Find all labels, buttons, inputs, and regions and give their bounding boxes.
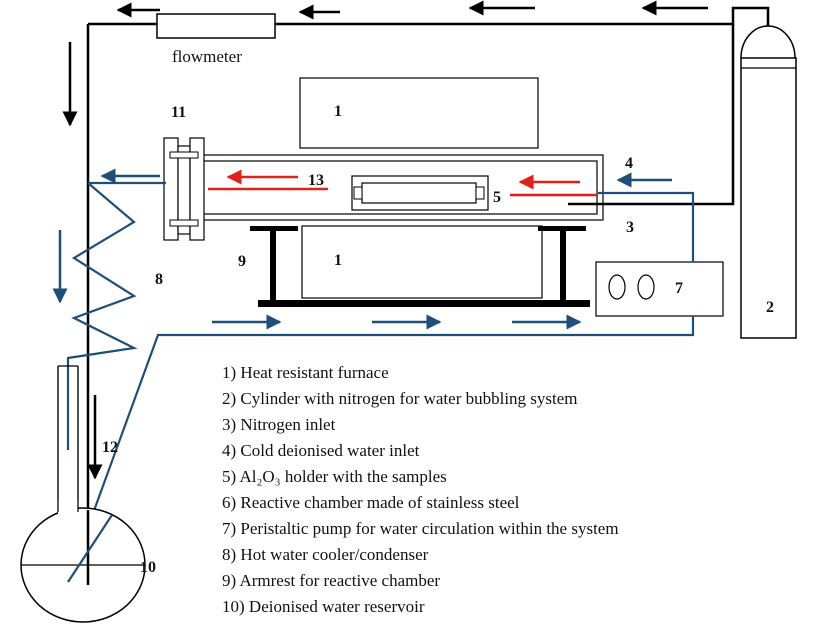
label-8: 8 (155, 271, 163, 288)
label-12: 12 (102, 439, 118, 456)
legend-item: 8) Hot water cooler/condenser (222, 545, 429, 564)
hot-flow-arrows (208, 169, 598, 197)
nitrogen-line (86, 6, 770, 575)
label-1-bottom: 1 (334, 252, 342, 269)
label-9: 9 (238, 253, 246, 270)
furnace-top (299, 77, 539, 149)
label-2: 2 (766, 299, 774, 316)
legend-item: 6) Reactive chamber made of stainless st… (222, 493, 520, 512)
legend-item: 7) Peristaltic pump for water circulatio… (222, 519, 619, 538)
nitrogen-cylinder (740, 25, 797, 339)
legend-item: 1) Heat resistant furnace (222, 363, 389, 382)
flange (163, 137, 205, 241)
legend-item: 4) Cold deionised water inlet (222, 441, 420, 460)
label-10: 10 (140, 559, 156, 576)
legend: 1) Heat resistant furnace 2) Cylinder wi… (222, 363, 619, 616)
legend-item: 9) Armrest for reactive chamber (222, 571, 440, 590)
label-7: 7 (675, 280, 683, 297)
label-5: 5 (493, 189, 501, 206)
label-11: 11 (171, 104, 186, 121)
legend-item: 5) Al₂O₃ holder with the samples (222, 467, 447, 486)
label-13: 13 (308, 172, 324, 189)
furnace-bottom (301, 225, 543, 299)
component-numbers: 1 1 2 3 4 5 7 8 9 10 11 12 13 (102, 103, 774, 576)
water-reservoir (20, 366, 146, 623)
legend-item: 3) Nitrogen inlet (222, 415, 336, 434)
peristaltic-pump (595, 261, 724, 317)
flowmeter: flowmeter (156, 13, 276, 66)
armrest (250, 226, 590, 307)
label-1-top: 1 (334, 103, 342, 120)
sample-holder (351, 175, 489, 211)
label-3: 3 (626, 219, 634, 236)
label-4: 4 (625, 155, 633, 172)
water-flow-arrows (52, 168, 672, 330)
legend-item: 2) Cylinder with nitrogen for water bubb… (222, 389, 578, 408)
flowmeter-label: flowmeter (172, 47, 242, 66)
top-flow-arrows (62, 0, 708, 480)
legend-item: 10) Deionised water reservoir (222, 597, 425, 616)
